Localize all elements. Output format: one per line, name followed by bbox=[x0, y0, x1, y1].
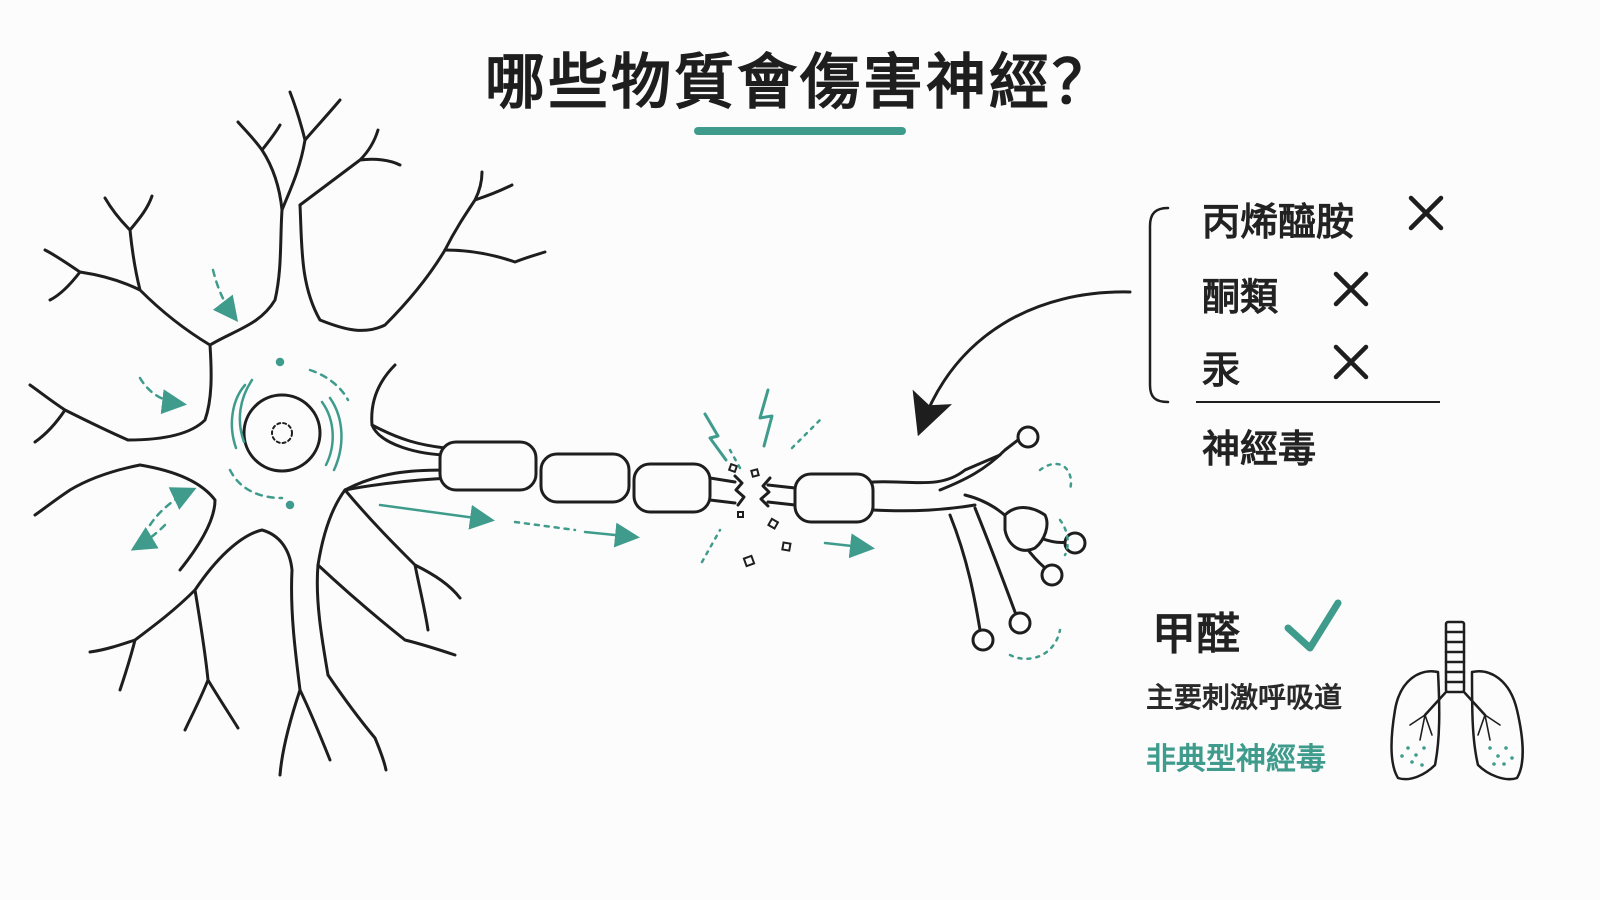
formaldehyde-description: 主要刺激呼吸道 bbox=[1146, 681, 1343, 714]
list-bracket bbox=[1148, 206, 1170, 404]
title-underline bbox=[694, 127, 906, 135]
category-neurotoxin: 神經毒 bbox=[1202, 427, 1317, 471]
axon-fragments bbox=[727, 462, 792, 568]
page-title: 哪些物質會傷害神經？ bbox=[485, 48, 1115, 118]
check-icon bbox=[1284, 599, 1342, 652]
lungs-icon bbox=[1390, 620, 1524, 781]
formaldehyde-label: 甲醛 bbox=[1152, 609, 1240, 660]
myelin-sheath bbox=[793, 472, 875, 524]
neuron-icon bbox=[28, 90, 547, 777]
pointer-arrow bbox=[912, 290, 1132, 437]
toxin-acrylamide: 丙烯醯胺 bbox=[1202, 200, 1355, 244]
x-icon bbox=[1333, 344, 1369, 380]
x-icon bbox=[1408, 195, 1444, 231]
myelin-sheath bbox=[438, 440, 538, 492]
lightning-icon bbox=[703, 388, 774, 462]
x-icon bbox=[1333, 271, 1369, 307]
cell-body bbox=[126, 203, 452, 692]
toxin-mercury: 汞 bbox=[1202, 348, 1241, 392]
myelin-sheath bbox=[632, 462, 712, 514]
lung-particles bbox=[1400, 746, 1514, 767]
axon bbox=[343, 423, 1087, 652]
myelin-sheath bbox=[539, 452, 631, 504]
toxin-ketones: 酮類 bbox=[1202, 275, 1279, 319]
formaldehyde-note: 非典型神經毒 bbox=[1146, 742, 1326, 777]
